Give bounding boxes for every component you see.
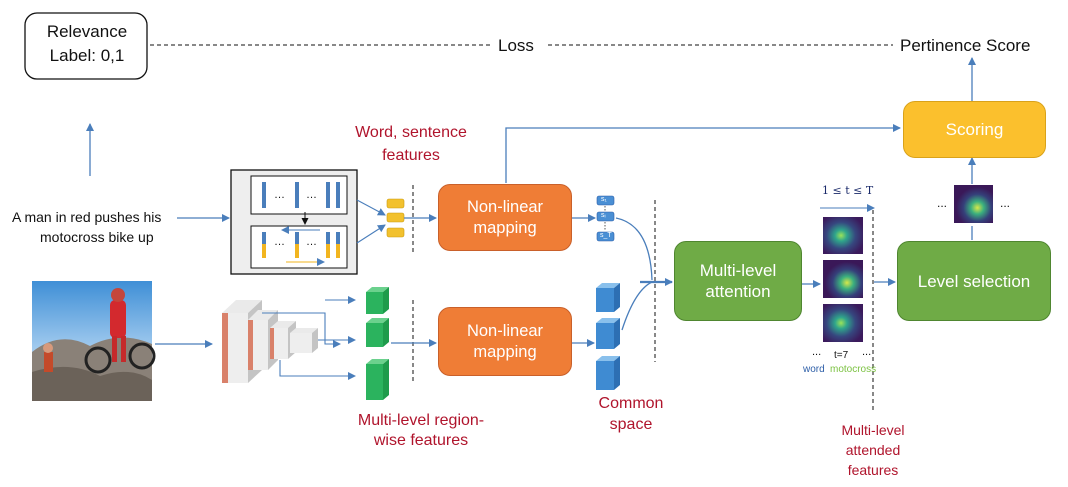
- loss-label: Loss: [498, 36, 534, 55]
- attended-features-line1: Multi-level: [841, 422, 905, 438]
- token-si: sᵢ: [601, 212, 606, 219]
- word-sentence-features-line2: features: [382, 147, 440, 164]
- encoder-to-tokens-arrow-1: [356, 199, 386, 216]
- multi-level-attention: Multi-level attention: [674, 241, 802, 321]
- heatmap-ellipsis-left: ...: [812, 346, 822, 358]
- common-space-line2: space: [609, 416, 653, 433]
- motocross-label: motocross: [830, 364, 877, 375]
- level-selection-label: Level selection: [917, 271, 1031, 291]
- word-feature-tokens: [386, 198, 405, 238]
- relevance-label-line1: Relevance: [46, 22, 128, 41]
- input-photo: [32, 281, 156, 401]
- input-sentence-line2: motocross bike up: [40, 229, 154, 245]
- word-sentence-features-line1: Word, sentence: [355, 124, 467, 141]
- svg-text:…: …: [274, 189, 285, 201]
- mapping-to-scoring-line: [505, 124, 901, 183]
- level-selection-box: Level selection: [897, 241, 1051, 321]
- region-features-line2: wise features: [373, 432, 469, 449]
- nonlinear-bottom-line2: mapping: [473, 342, 537, 361]
- cnn-to-region-4: [279, 360, 356, 380]
- svg-text:…: …: [306, 189, 317, 201]
- attention-line1: Multi-level: [699, 261, 777, 280]
- relevance-box: [24, 12, 148, 80]
- word-label: word: [803, 364, 825, 375]
- input-sentence-line1: A man in red pushes his: [12, 209, 162, 225]
- relevance-label-line2: Label: 0,1: [49, 46, 125, 65]
- selected-heatmap: [954, 185, 993, 223]
- common-space-tokens: [596, 195, 615, 242]
- heatmap-ellipsis-right: ...: [862, 346, 872, 358]
- attention-line2: attention: [705, 282, 771, 301]
- time-range-label: 1 ≤ t ≤ T: [822, 184, 874, 197]
- nonlinear-bottom-line1: Non-linear: [466, 321, 544, 340]
- selected-ellipsis-right: ...: [1000, 196, 1011, 210]
- text-encoder: … … … …: [230, 169, 358, 275]
- region-features: [366, 287, 389, 400]
- cnn-to-region-1: [262, 312, 341, 348]
- nonlinear-mapping-bottom: Non-linear mapping: [438, 307, 572, 376]
- cnn-backbone: [222, 300, 318, 383]
- nonlinear-top-line2: mapping: [473, 218, 537, 237]
- attended-heatmaps: [823, 217, 863, 342]
- svg-text:…: …: [274, 236, 285, 248]
- svg-text:…: …: [306, 236, 317, 248]
- token-s1: s₁: [601, 196, 607, 203]
- common-space-line1: Common: [598, 395, 664, 412]
- common-space-region-features: [596, 283, 620, 390]
- common-bottom-to-attention: [621, 281, 653, 331]
- scoring-box: Scoring: [903, 101, 1046, 158]
- nonlinear-top-line1: Non-linear: [466, 197, 544, 216]
- pertinence-score-label: Pertinence Score: [900, 36, 1031, 55]
- scoring-label: Scoring: [945, 120, 1004, 139]
- attended-features-line2: attended: [845, 442, 901, 458]
- t-equals-label: t=7: [834, 350, 849, 361]
- nonlinear-mapping-top: Non-linear mapping: [438, 184, 572, 251]
- selected-ellipsis-left: ...: [937, 196, 948, 210]
- attended-features-line3: features: [847, 462, 899, 478]
- token-st: s_T: [600, 232, 612, 239]
- encoder-to-tokens-arrow-2: [356, 224, 386, 244]
- region-features-line1: Multi-level region-: [357, 412, 485, 429]
- common-top-to-attention: [615, 217, 653, 281]
